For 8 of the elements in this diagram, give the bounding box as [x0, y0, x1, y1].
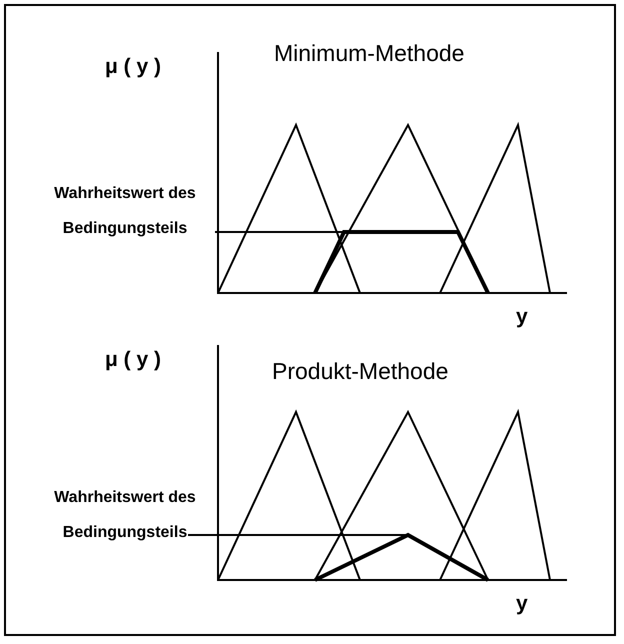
- axis-label: y: [516, 305, 528, 329]
- annotation-text: Wahrheitswert des Bedingungsteils: [53, 488, 197, 543]
- axis-label: μ ( y ): [105, 348, 162, 372]
- axis-label: μ ( y ): [105, 55, 162, 79]
- chart-title: Produkt-Methode: [272, 358, 448, 385]
- axis-label: y: [516, 592, 528, 616]
- annotation-text: Wahrheitswert des Bedingungsteils: [53, 184, 197, 239]
- chart-title: Minimum-Methode: [274, 40, 464, 67]
